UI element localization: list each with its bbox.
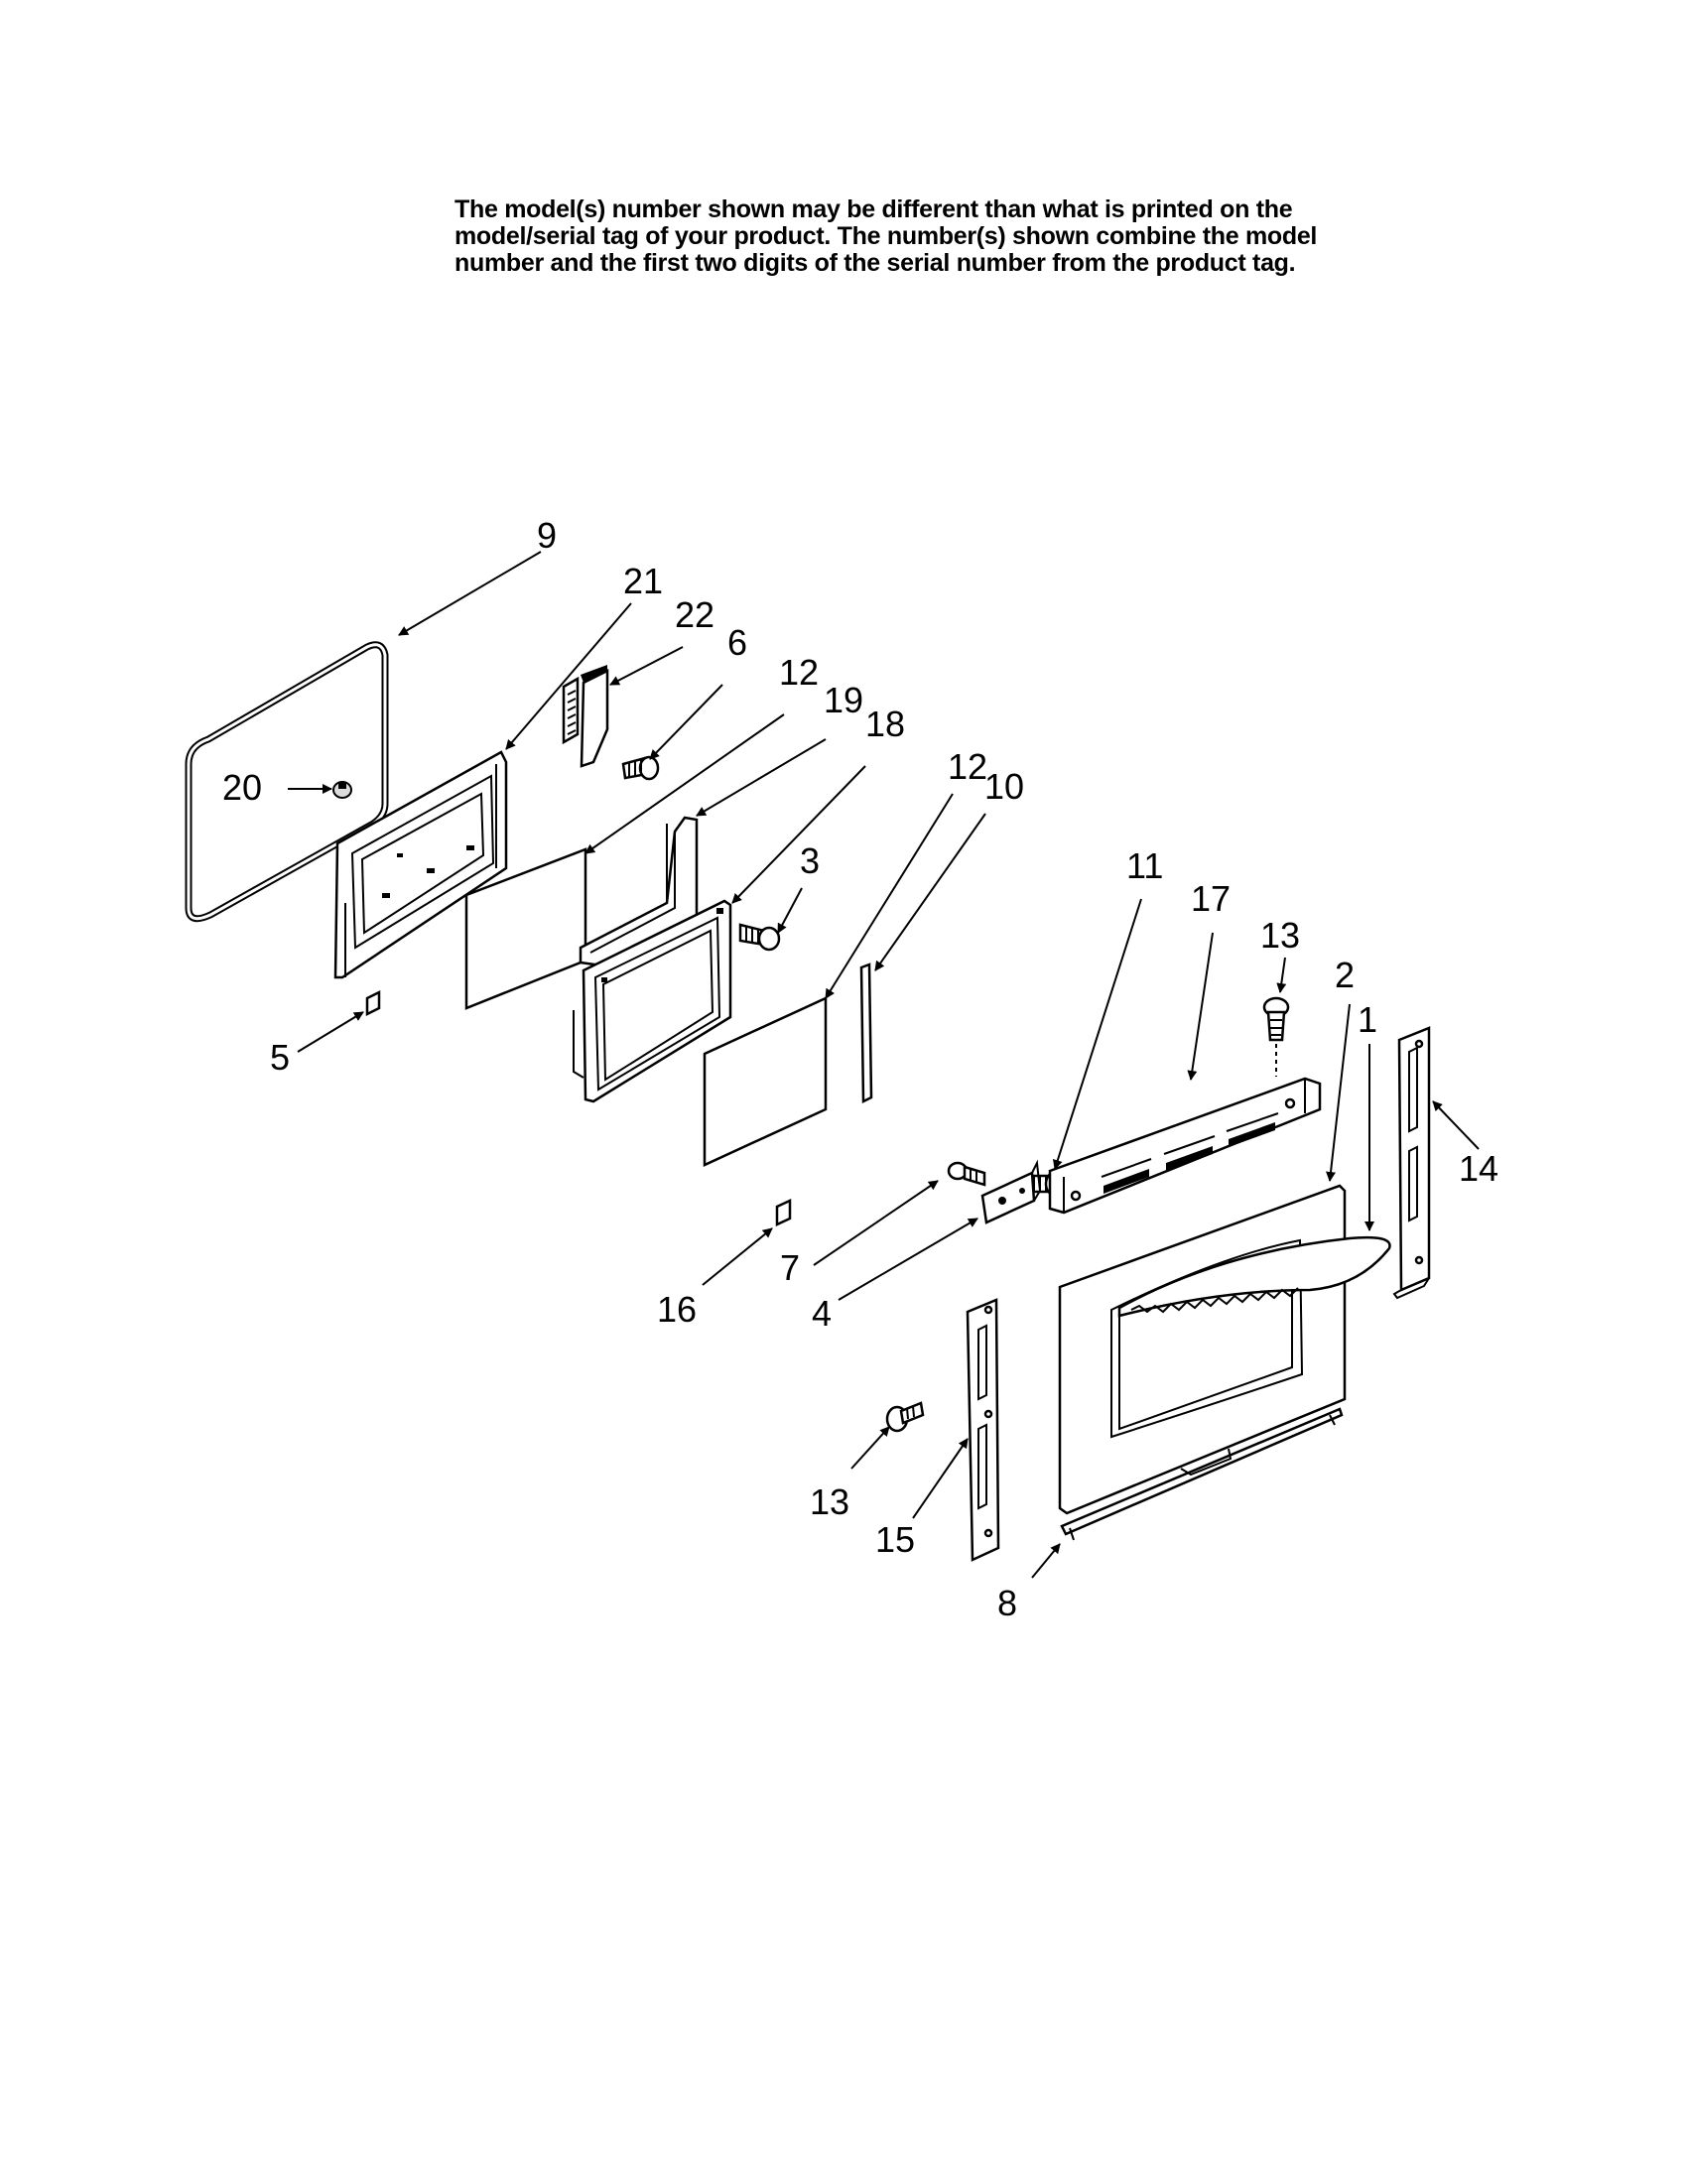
part-spacer-5 — [365, 989, 381, 1017]
part-inner-door-frame — [333, 750, 508, 979]
part-middle-door-frame — [573, 899, 732, 1103]
part-side-trim-right — [1392, 1026, 1431, 1300]
part-outer-door-panel — [1058, 1184, 1347, 1515]
callout-7: 7 — [780, 1247, 800, 1288]
notice-line-1: The model(s) number shown may be differe… — [454, 195, 1293, 223]
callout-8: 8 — [997, 1583, 1017, 1623]
notice-line-2: model/serial tag of your product. The nu… — [454, 222, 1318, 250]
part-screw-13-upper — [1262, 996, 1290, 1077]
part-glass-pane-lower — [703, 996, 828, 1167]
callout-13-upper: 13 — [1260, 915, 1300, 956]
part-vent-trim — [1048, 1077, 1322, 1215]
callout-1: 1 — [1358, 999, 1377, 1040]
callout-3: 3 — [800, 840, 820, 881]
callout-22: 22 — [675, 594, 714, 635]
callout-6: 6 — [727, 622, 747, 663]
part-screw-13-lower — [885, 1401, 925, 1433]
callout-4: 4 — [812, 1293, 832, 1334]
callout-17: 17 — [1191, 878, 1231, 919]
callout-16: 16 — [657, 1289, 697, 1330]
callout-13-lower: 13 — [810, 1481, 849, 1522]
notice-line-3: number and the first two digits of the s… — [454, 249, 1296, 277]
model-number-notice: The model(s) number shown may be differe… — [454, 196, 1328, 277]
leader-lines — [288, 551, 1480, 1579]
part-screw-3 — [738, 923, 781, 952]
part-bottom-trim — [1060, 1407, 1344, 1541]
callout-20: 20 — [222, 767, 262, 808]
callout-19: 19 — [824, 680, 863, 720]
callout-5: 5 — [270, 1037, 290, 1078]
part-gasket-clip — [332, 781, 352, 799]
part-screw-7 — [947, 1161, 986, 1187]
part-hinge-bracket — [980, 1159, 1042, 1224]
callout-14: 14 — [1459, 1148, 1498, 1189]
callout-12-lower: 12 — [948, 746, 987, 787]
callout-12-upper: 12 — [779, 652, 819, 693]
callout-11: 11 — [1126, 845, 1163, 886]
callout-10: 10 — [984, 766, 1024, 807]
part-door-hinge — [562, 665, 609, 768]
part-door-handle — [1117, 1235, 1391, 1318]
callout-2: 2 — [1335, 955, 1355, 995]
part-side-trim-left — [966, 1298, 1000, 1562]
callout-9: 9 — [537, 515, 557, 556]
callout-18: 18 — [865, 704, 905, 744]
part-spacer-16 — [775, 1199, 792, 1226]
callout-21: 21 — [623, 561, 663, 601]
part-seal-strip — [859, 963, 873, 1104]
callout-15: 15 — [875, 1519, 915, 1560]
part-screw-6 — [621, 755, 660, 781]
